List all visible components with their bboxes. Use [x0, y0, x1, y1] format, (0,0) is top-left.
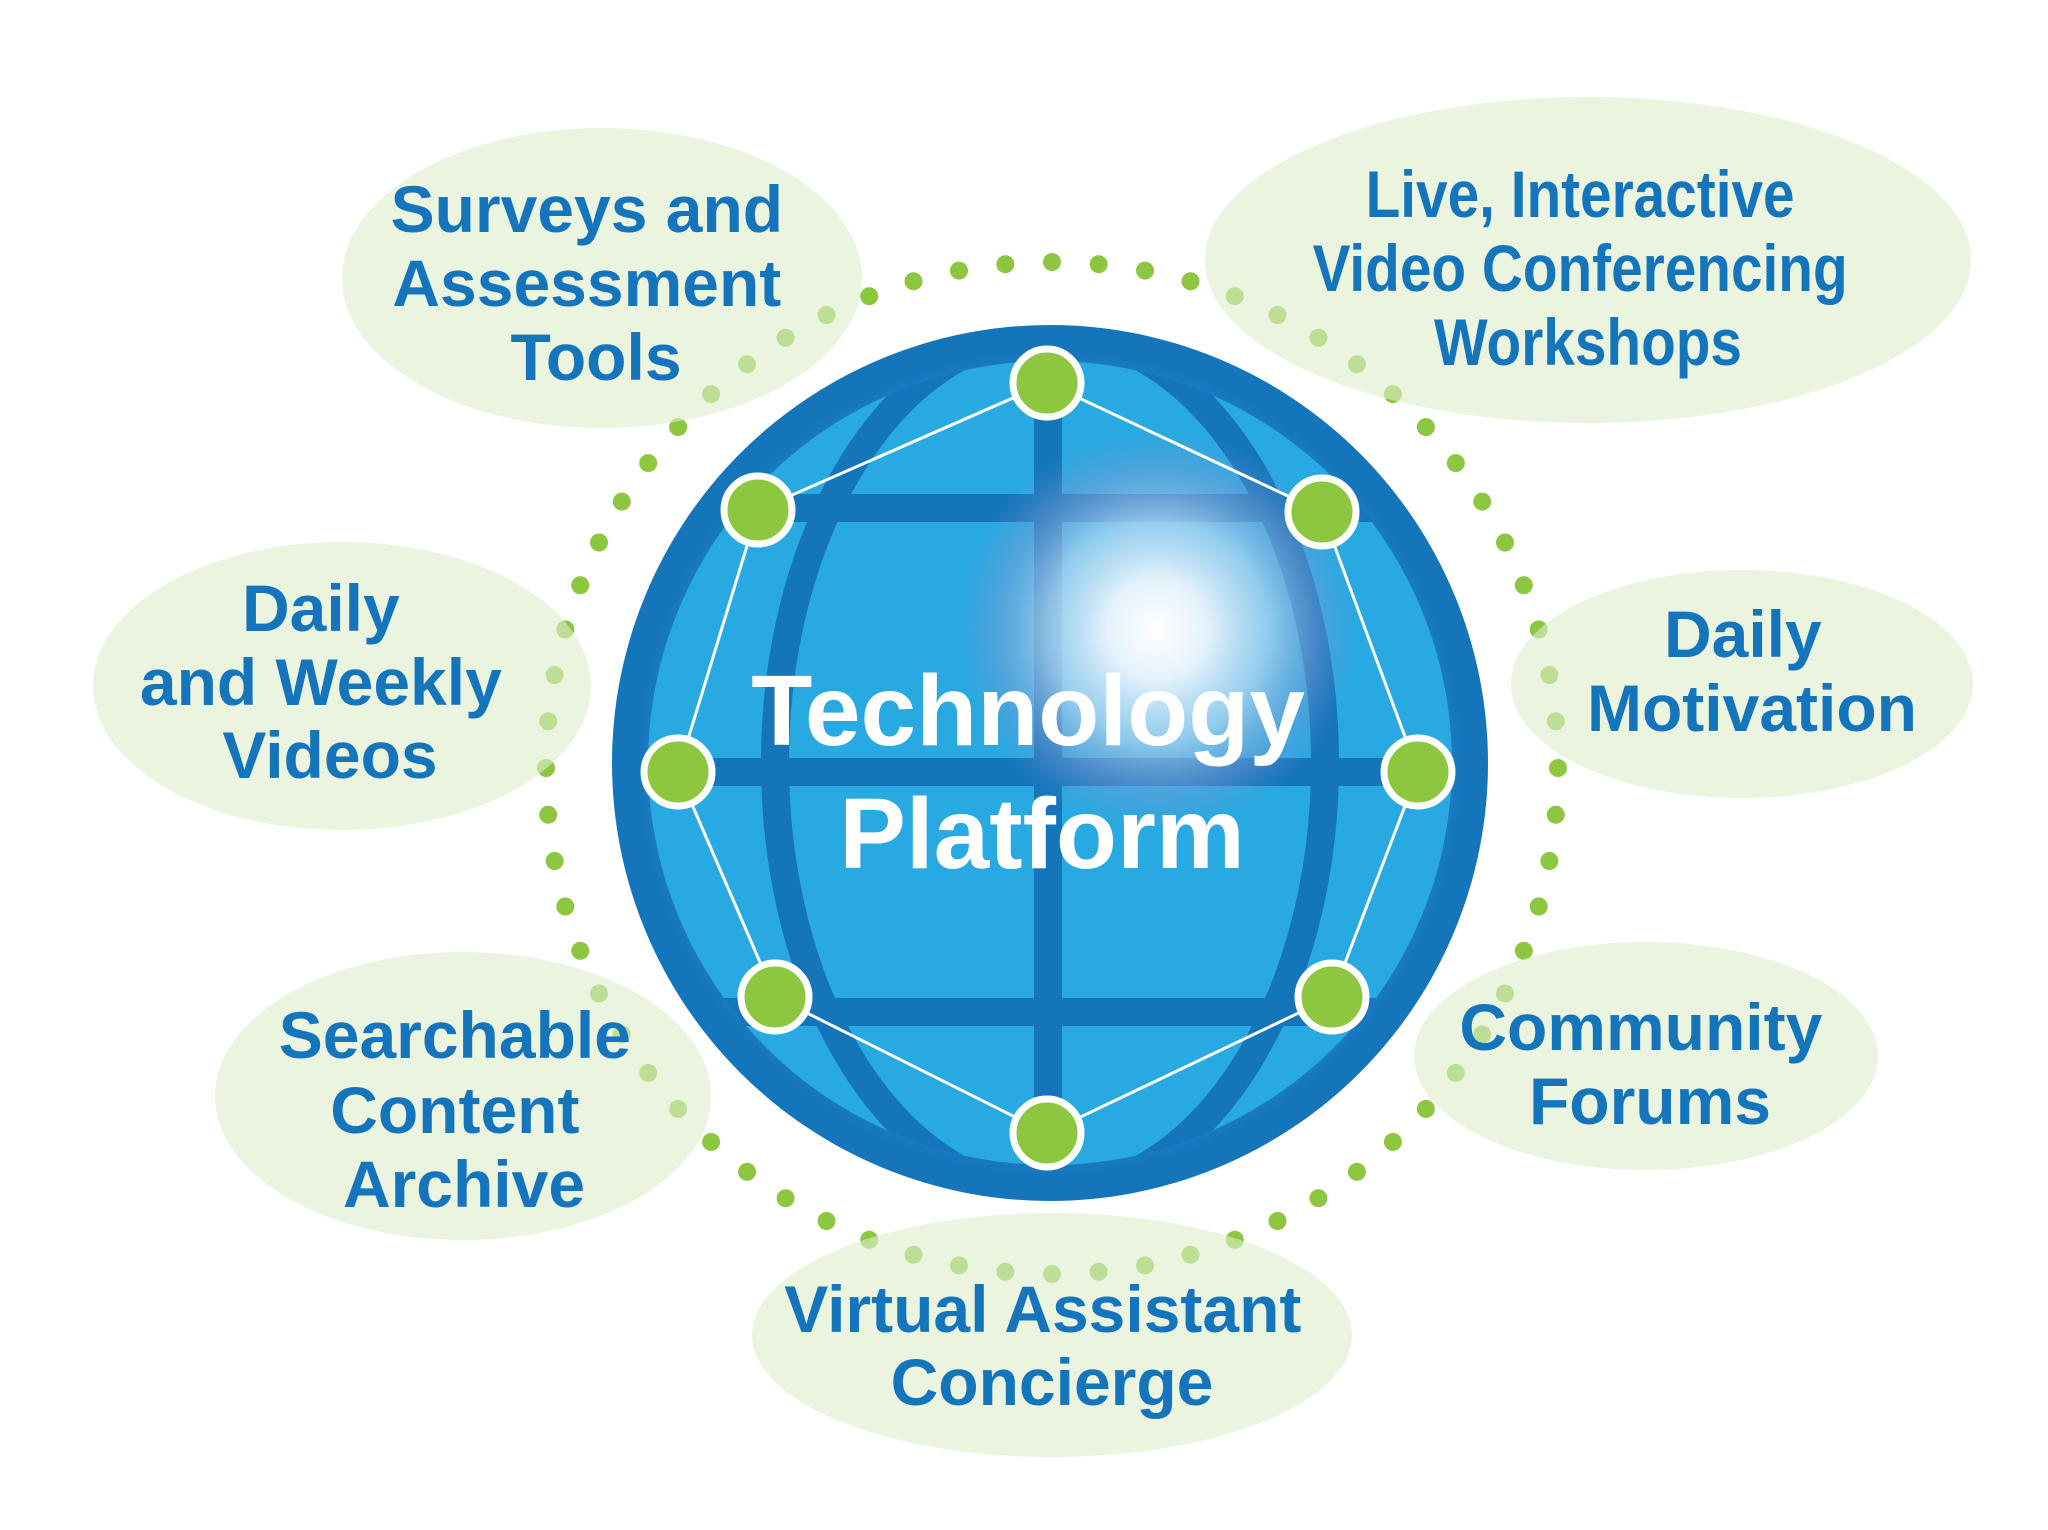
- bubble-live-video[interactable]: Live, Interactive Video Conferencing Wor…: [1205, 97, 1971, 423]
- bubble-label-line: Forums: [1529, 1064, 1771, 1138]
- orbit-dot: [639, 454, 658, 473]
- bubble-shape: [342, 128, 862, 428]
- bubble-label-line: Community: [1459, 990, 1822, 1064]
- center-title-line2: Platform: [839, 778, 1245, 890]
- bubble-label-line: Concierge: [891, 1345, 1214, 1419]
- bubble-shape: [1511, 570, 1973, 798]
- orbit-dot: [539, 805, 558, 824]
- orbit-dot: [669, 418, 688, 437]
- globe-icon: [612, 325, 1488, 1201]
- bubble-daily-weekly-videos[interactable]: Daily and Weekly Videos: [93, 542, 591, 830]
- bubble-label-line: Searchable: [279, 998, 631, 1072]
- orbit-dot: [1309, 1189, 1328, 1208]
- network-nodes: [640, 345, 1456, 1171]
- orbit-dot: [738, 1162, 757, 1181]
- bubble-label-line: Daily: [242, 571, 400, 645]
- bubble-label-line: Daily: [1664, 597, 1822, 671]
- orbit-dot: [1496, 533, 1514, 552]
- bubble-label-line: Archive: [343, 1147, 585, 1221]
- orbit-dot: [1514, 941, 1533, 960]
- orbit-dot: [612, 492, 631, 511]
- node-icon: [720, 472, 796, 548]
- svg-text:Surveys and Assessment: Surveys and Assessment Tools: [391, 172, 802, 394]
- center-title-line1: Technology: [751, 655, 1305, 767]
- bubble-surveys[interactable]: Surveys and Assessment Tools: [342, 128, 862, 428]
- orbit-dot: [702, 1132, 721, 1151]
- orbit-dot: [590, 533, 608, 552]
- svg-text:Daily Motivation: Daily Motivation: [1587, 597, 1917, 745]
- bubble-label-line: Tools: [510, 320, 681, 394]
- bubble-community-forums[interactable]: Community Forums: [1414, 942, 1878, 1170]
- svg-text:Community Forums: Community Forums: [1459, 990, 1840, 1138]
- orbit-dot: [1268, 1212, 1287, 1230]
- orbit-dot: [1473, 492, 1492, 511]
- orbit-dot: [1347, 1162, 1366, 1181]
- node-icon: [1284, 474, 1360, 550]
- orbit-dot: [1514, 576, 1533, 595]
- svg-text:Live, Interactive Video: Live, Interactive Video Conferencing Wor…: [1313, 158, 1864, 380]
- bubble-label-line: Assessment: [392, 246, 781, 320]
- node-icon: [1009, 1095, 1085, 1171]
- bubble-virtual-assistant[interactable]: Virtual Assistant Concierge: [752, 1213, 1352, 1457]
- bubble-label-line: Videos: [222, 718, 437, 792]
- orbit-dot: [1043, 253, 1061, 271]
- orbit-dot: [571, 576, 590, 595]
- node-icon: [1294, 959, 1370, 1035]
- orbit-dot: [1546, 805, 1565, 824]
- bubble-shape: [93, 542, 591, 830]
- orbit-dot: [1181, 272, 1200, 291]
- bubble-shape: [1205, 97, 1971, 423]
- orbit-dot: [950, 261, 968, 280]
- orbit-dot: [1089, 255, 1108, 274]
- bubble-label-line: Surveys and: [391, 172, 784, 246]
- orbit-dot: [1416, 418, 1435, 437]
- node-icon: [640, 734, 716, 810]
- orbit-dot: [860, 287, 879, 306]
- orbit-dot: [1136, 261, 1154, 280]
- bubble-shape: [1414, 942, 1878, 1170]
- bubble-label-line: Virtual Assistant: [784, 1272, 1301, 1346]
- bubble-label-line: Content: [330, 1073, 579, 1147]
- svg-text:Virtual Assistant Concie: Virtual Assistant Concierge: [784, 1272, 1320, 1419]
- orbit-dot: [571, 941, 590, 960]
- center-title: Technology Platform: [751, 655, 1333, 890]
- node-icon: [1380, 734, 1456, 810]
- bubble-label-line: Live, Interactive: [1366, 158, 1795, 232]
- orbit-dot: [904, 272, 923, 291]
- orbit-dot: [1549, 759, 1567, 777]
- bubble-label-line: and Weekly: [140, 645, 502, 719]
- orbit-dot: [817, 1212, 836, 1230]
- bubble-shape: [215, 952, 711, 1240]
- bubble-shape: [752, 1213, 1352, 1457]
- bubble-daily-motivation[interactable]: Daily Motivation: [1511, 570, 1973, 798]
- orbit-dot: [556, 897, 575, 916]
- svg-text:Searchable Content: Searchable Content Archive: [279, 998, 650, 1221]
- orbit-dot: [1416, 1099, 1435, 1118]
- orbit-dot: [545, 852, 564, 870]
- orbit-dot: [1540, 852, 1559, 870]
- orbit-dot: [1446, 454, 1465, 473]
- bubble-searchable-archive[interactable]: Searchable Content Archive: [215, 952, 711, 1240]
- globe-highlight: [957, 430, 1357, 830]
- bubble-label-line: Motivation: [1587, 671, 1917, 745]
- orbit-dot: [996, 255, 1015, 274]
- orbit-dot: [776, 1189, 795, 1208]
- bubble-label-line: Workshops: [1434, 306, 1742, 380]
- node-icon: [1009, 345, 1085, 421]
- node-icon: [737, 959, 813, 1035]
- bubble-label-line: Video Conferencing: [1313, 232, 1848, 306]
- svg-text:Daily and Weekly V: Daily and Weekly Videos: [140, 571, 520, 792]
- orbit-dot: [1529, 897, 1548, 916]
- orbit-dot: [1383, 1132, 1402, 1151]
